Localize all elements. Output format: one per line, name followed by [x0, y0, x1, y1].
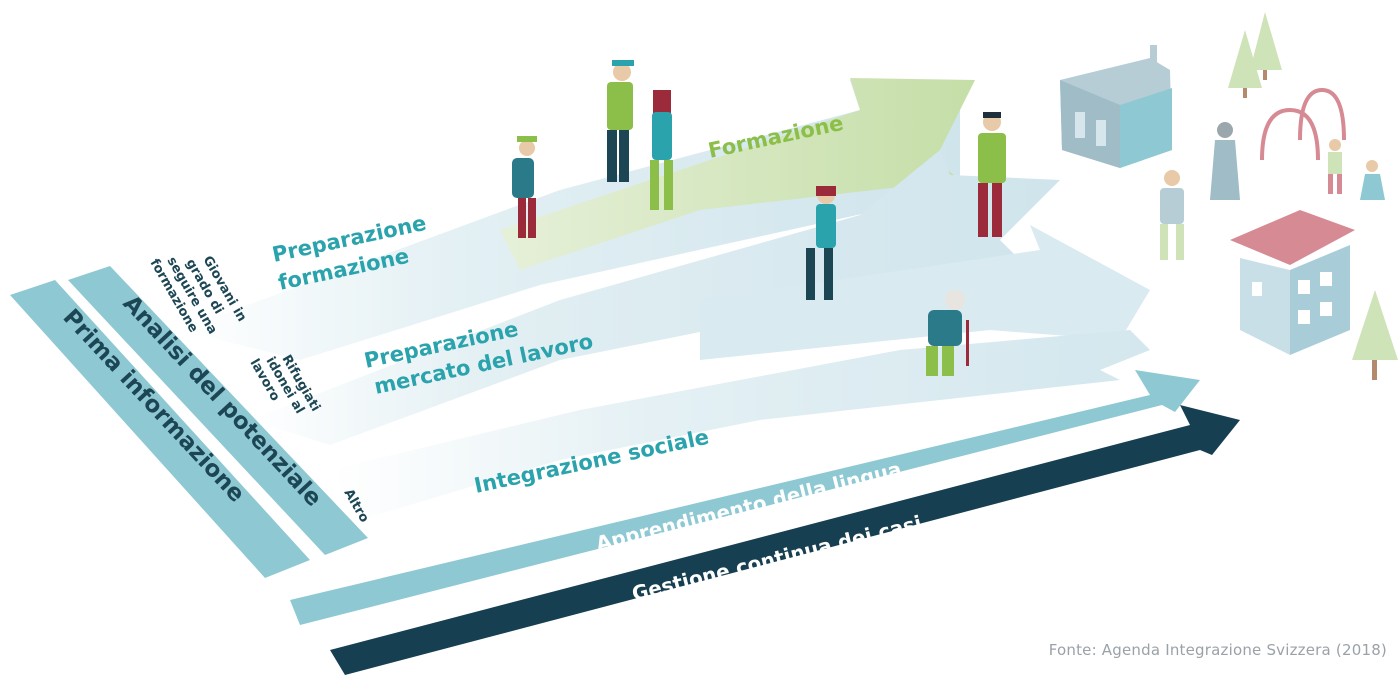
playground-icon [1260, 87, 1346, 161]
child-icon [1328, 139, 1342, 194]
analisi-potenziale-bar [68, 266, 368, 555]
person-icon [650, 90, 673, 210]
formazione-green-band [500, 78, 975, 270]
factory-icon [1060, 45, 1172, 168]
tree-icon [1228, 12, 1398, 380]
person-icon [1210, 122, 1240, 200]
lingua-band [290, 370, 1200, 625]
gestione-band [330, 405, 1240, 675]
track-sociale-band [330, 330, 1150, 520]
track-lavoro-band-tip [700, 225, 1150, 360]
house-icon [1230, 210, 1355, 355]
person-icon [512, 136, 537, 238]
source-caption: Fonte: Agenda Integrazione Svizzera (201… [1048, 641, 1387, 659]
child-icon [1360, 160, 1385, 200]
elderly-person-icon [926, 290, 969, 376]
person-icon [607, 60, 634, 182]
prima-informazione-bar [10, 280, 310, 578]
person-icon [806, 186, 836, 300]
track-lavoro-band [250, 150, 1060, 445]
person-icon [1160, 170, 1184, 260]
person-icon [978, 112, 1006, 237]
